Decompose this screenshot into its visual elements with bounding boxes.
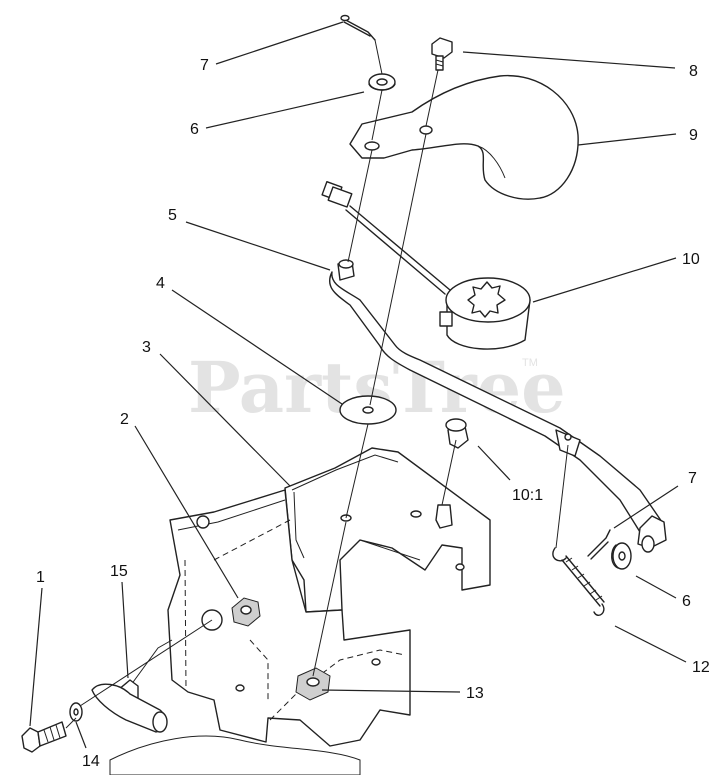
callout-1: 1 [36,569,45,586]
leader-lines [29,21,687,749]
callout-10: 10 [682,251,700,268]
part-7-cotter-pin-right [587,529,611,560]
watermark-tm: TM [522,357,538,369]
part-15-spacer [91,679,168,733]
callout-10-1: 10:1 [512,487,543,504]
part-10-1-bumper [445,418,469,449]
assembly-lines [65,39,569,729]
callout-8: 8 [689,63,698,80]
callout-6-right: 6 [682,593,691,610]
part-14-washer [69,702,83,722]
part-10-sensor [439,277,531,350]
part-4-washer [339,395,397,425]
part-7-cotter-pin-top [340,14,376,41]
callout-7-right: 7 [688,470,697,487]
callout-4: 4 [156,275,165,292]
callout-5: 5 [168,207,177,224]
part-2-nut [231,597,261,627]
callout-15: 15 [110,563,128,580]
wire-connector [321,180,451,295]
part-8-bolt [431,37,453,71]
part-6-washer-top [368,73,396,91]
callout-12: 12 [692,659,710,676]
part-5-linkage [329,259,667,553]
callout-labels: 7 6 8 9 5 10 4 3 2 10:1 7 6 12 13 15 1 1… [36,57,710,770]
callout-14: 14 [82,753,100,770]
callout-7-top: 7 [200,57,209,74]
chassis-frame [109,489,411,775]
callout-2: 2 [120,411,129,428]
part-12-spring [552,547,605,616]
callout-13: 13 [466,685,484,702]
part-3-bracket [284,447,491,613]
callout-9: 9 [689,127,698,144]
callout-6-top: 6 [190,121,199,138]
part-13-nut [295,667,331,701]
part-6-washer-right [611,542,632,570]
part-1-bolt [21,721,67,753]
part-9-cover [349,74,579,200]
callout-3: 3 [142,339,151,356]
